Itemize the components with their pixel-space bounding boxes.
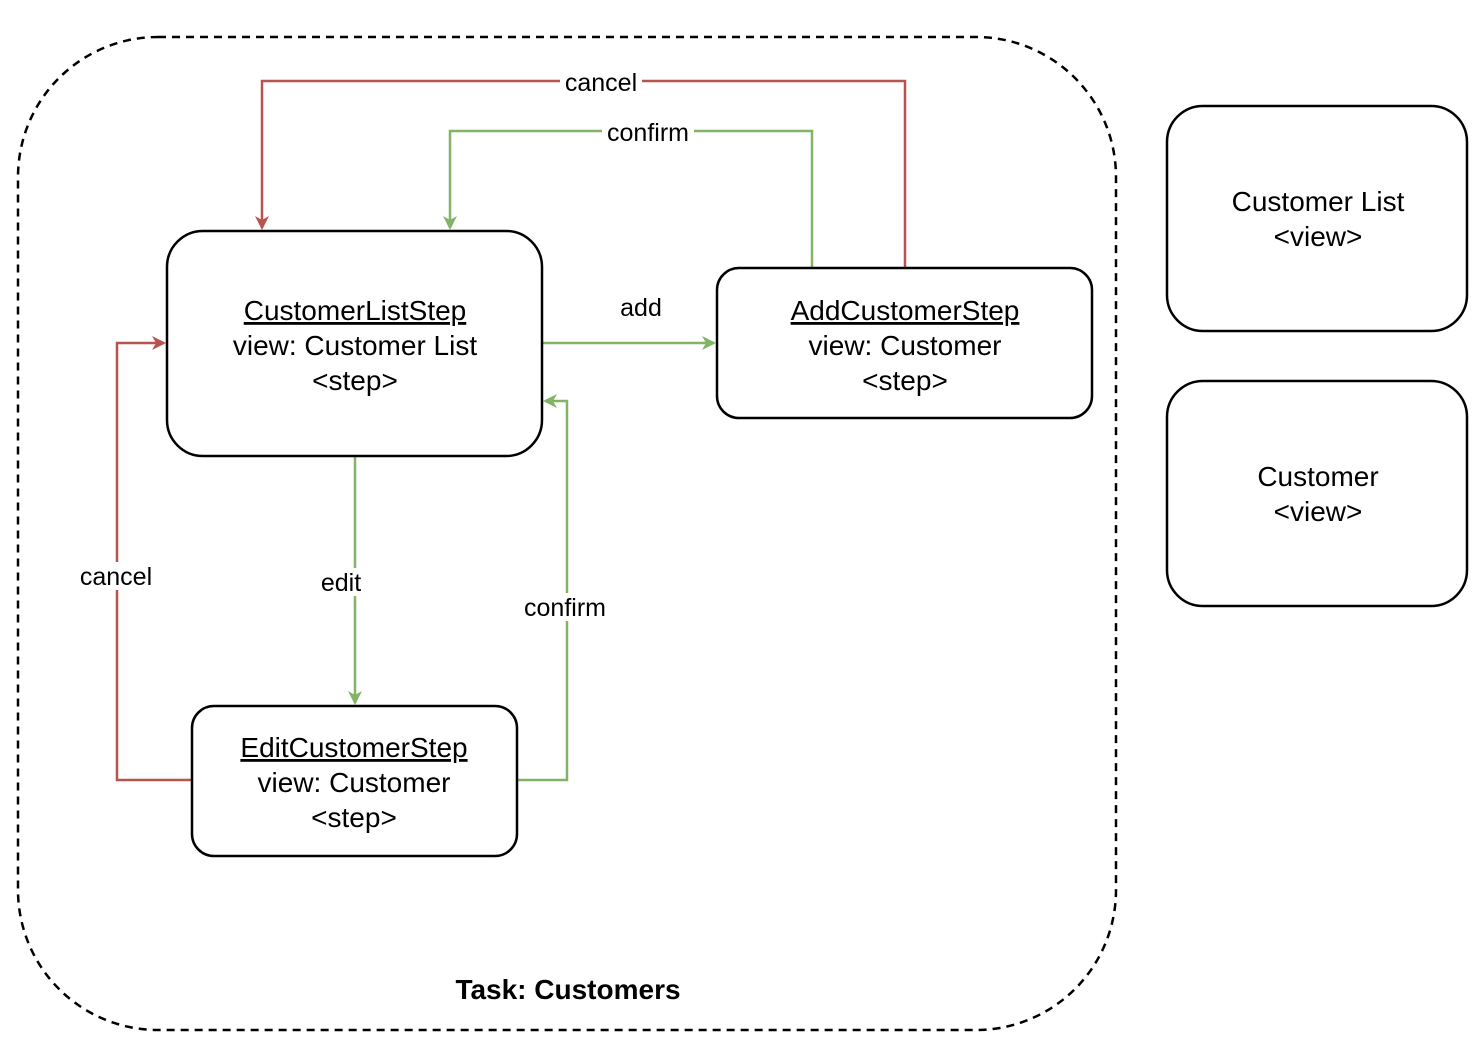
edge-label-confirm-top: confirm xyxy=(607,119,689,147)
view-customer[interactable]: Customer <view> xyxy=(1165,379,1469,608)
step-box xyxy=(715,266,1094,420)
task-container: Task: Customers xyxy=(16,35,1118,1032)
edge-label-bg xyxy=(518,593,612,621)
step-stereotype: <step> xyxy=(862,365,948,396)
edges: cancel confirm add edit cancel confirm xyxy=(72,68,907,782)
edge-label-bg xyxy=(72,562,160,590)
step-add-customer[interactable]: AddCustomerStep view: Customer <step> xyxy=(715,266,1094,420)
view-customer-list[interactable]: Customer List <view> xyxy=(1165,104,1469,333)
step-name: AddCustomerStep xyxy=(791,295,1020,326)
view-name: Customer List xyxy=(1232,186,1405,217)
task-label: Task: Customers xyxy=(455,974,680,1005)
view-stereotype: <view> xyxy=(1274,496,1363,527)
edge-cancel-edit-to-list xyxy=(115,336,192,782)
step-stereotype: <step> xyxy=(312,365,398,396)
view-box xyxy=(1165,104,1469,333)
edge-label-bg xyxy=(602,118,694,146)
step-view: view: Customer List xyxy=(233,330,478,361)
edge-confirm-edit-to-list xyxy=(517,394,569,782)
edge-label-cancel-left: cancel xyxy=(80,563,152,591)
view-box xyxy=(1165,379,1469,608)
step-box xyxy=(165,229,544,458)
edge-label-confirm-right: confirm xyxy=(524,594,606,622)
edge-label-bg xyxy=(315,568,367,596)
step-stereotype: <step> xyxy=(311,802,397,833)
view-name: Customer xyxy=(1257,461,1378,492)
step-customer-list[interactable]: CustomerListStep view: Customer List <st… xyxy=(165,229,544,458)
step-name: CustomerListStep xyxy=(244,295,467,326)
step-box xyxy=(190,704,519,858)
step-view: view: Customer xyxy=(809,330,1002,361)
edge-label-edit: edit xyxy=(321,569,361,597)
view-stereotype: <view> xyxy=(1274,221,1363,252)
edge-label-bg xyxy=(560,68,642,96)
edge-label-cancel-top: cancel xyxy=(565,69,637,97)
edge-label-add: add xyxy=(620,294,662,322)
step-edit-customer[interactable]: EditCustomerStep view: Customer <step> xyxy=(190,704,519,858)
step-name: EditCustomerStep xyxy=(240,732,467,763)
task-boundary xyxy=(16,35,1118,1032)
step-view: view: Customer xyxy=(258,767,451,798)
